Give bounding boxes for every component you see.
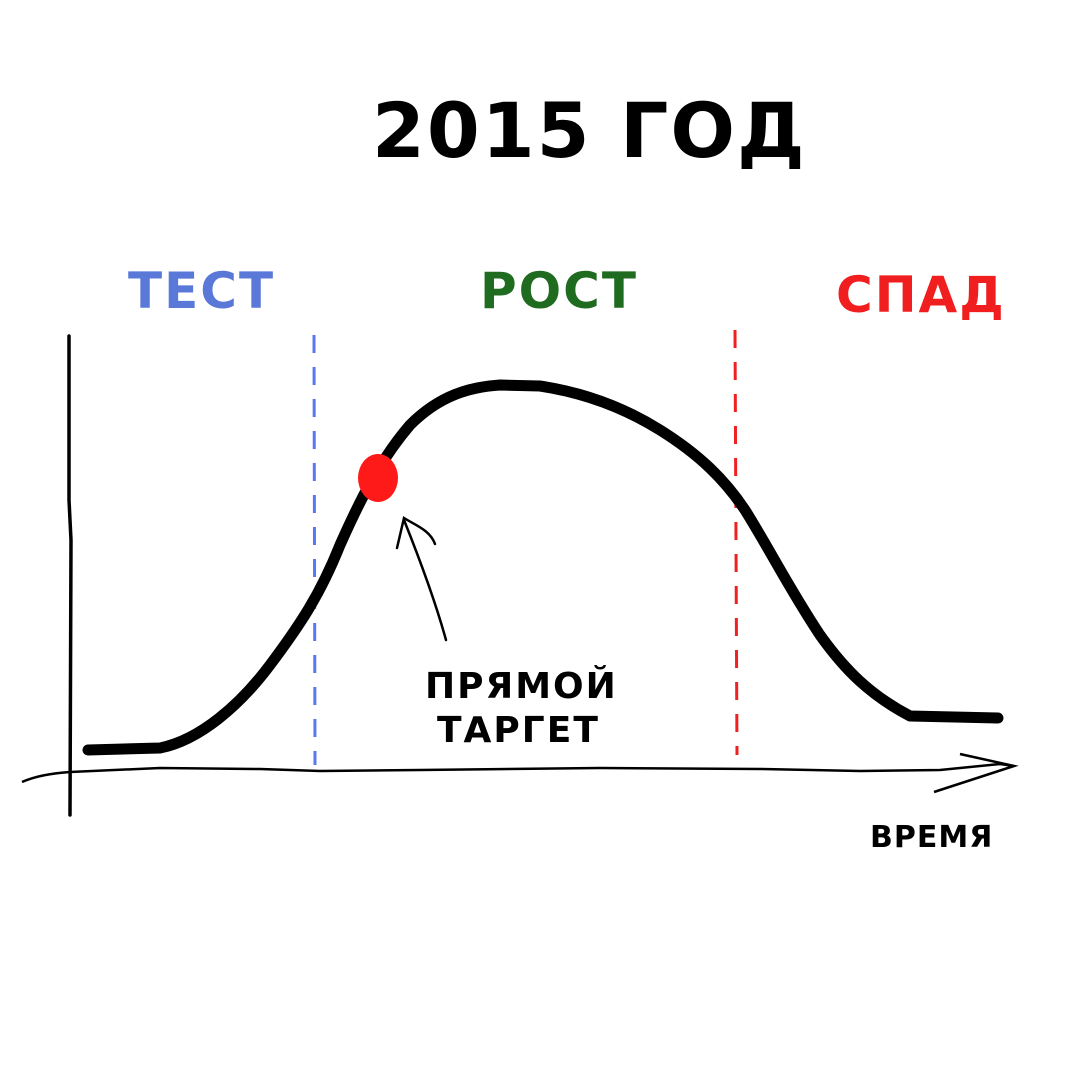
lifecycle-curve (82, 379, 1004, 756)
test-growth-divider (312, 334, 317, 766)
target-point-marker (358, 454, 398, 502)
annotation-arrow (395, 515, 448, 642)
phase-label-growth: РОСТ (480, 262, 638, 320)
x-axis-arrowhead (933, 752, 1019, 794)
x-axis (21, 762, 1015, 784)
y-axis (67, 334, 73, 817)
diagram-title: 2015 ГОД (372, 86, 807, 175)
x-axis-label: ВРЕМЯ (870, 820, 994, 855)
annotation-line-1: ПРЯМОЙ (425, 666, 618, 707)
phase-label-decline: СПАД (836, 266, 1006, 324)
phase-label-test: ТЕСТ (128, 262, 276, 320)
growth-decline-divider (733, 329, 739, 756)
annotation-line-2: ТАРГЕТ (437, 710, 600, 751)
